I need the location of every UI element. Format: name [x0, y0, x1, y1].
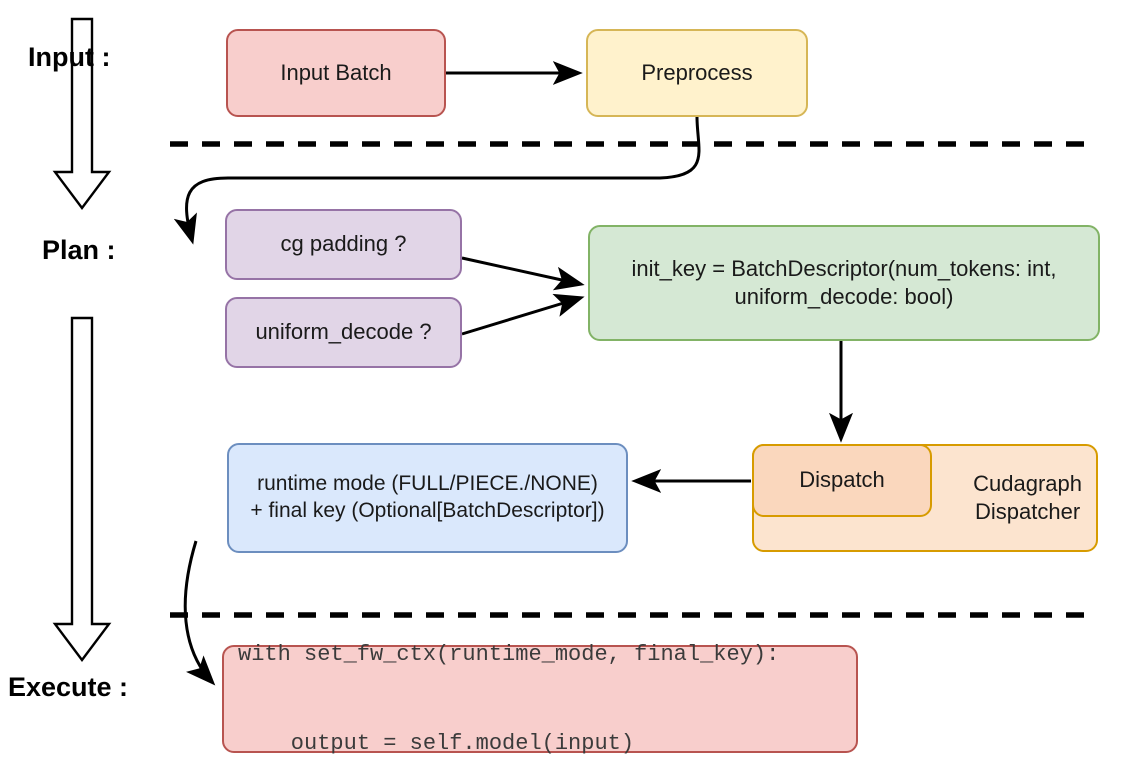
node-uniform-decode-label: uniform_decode ?: [255, 319, 432, 345]
connector-cg-padding-to-init-key: [461, 256, 585, 291]
node-input-batch-label: Input Batch: [280, 59, 392, 85]
node-runtime-mode[interactable]: runtime mode (FULL/PIECE./NONE) + final …: [227, 443, 628, 553]
node-preprocess[interactable]: Preprocess: [586, 29, 808, 117]
node-execute-code-line-1: with set_fw_ctx(runtime_mode, final_key)…: [238, 641, 780, 667]
node-uniform-decode[interactable]: uniform_decode ?: [225, 297, 462, 368]
big-arrow-plan-to-execute: [52, 316, 112, 662]
node-runtime-mode-line-2: + final key (Optional[BatchDescriptor]): [250, 499, 605, 522]
stage-label-plan: Plan :: [42, 235, 116, 265]
connector-runtime-mode-to-execute-code: [183, 540, 216, 686]
node-execute-code-text: with set_fw_ctx(runtime_mode, final_key)…: [238, 580, 779, 770]
node-runtime-mode-text: runtime mode (FULL/PIECE./NONE) + final …: [250, 471, 604, 525]
node-execute-code-line-2: output = self.model(input): [238, 730, 635, 756]
stage-label-input: Input :: [28, 42, 111, 72]
node-cg-padding-label: cg padding ?: [280, 231, 407, 257]
node-init-key-line-2: uniform_decode: bool): [734, 284, 954, 309]
node-cudagraph-dispatcher-line-2: Dispatcher: [974, 499, 1081, 524]
node-dispatch[interactable]: Dispatch: [752, 444, 932, 517]
node-init-key-line-1: init_key = BatchDescriptor(num_tokens: i…: [631, 255, 1057, 281]
node-init-key-text: init_key = BatchDescriptor(num_tokens: i…: [632, 255, 1057, 311]
node-cg-padding[interactable]: cg padding ?: [225, 209, 462, 280]
connector-uniform-decode-to-init-key: [461, 293, 585, 336]
node-preprocess-label: Preprocess: [641, 59, 753, 85]
node-execute-code[interactable]: with set_fw_ctx(runtime_mode, final_key)…: [222, 642, 858, 756]
stage-label-execute: Execute :: [8, 672, 129, 702]
node-init-key[interactable]: init_key = BatchDescriptor(num_tokens: i…: [588, 225, 1100, 341]
node-runtime-mode-line-1: runtime mode (FULL/PIECE./NONE): [257, 472, 598, 496]
node-dispatch-label: Dispatch: [799, 467, 885, 493]
node-cudagraph-dispatcher-text: Cudagraph Dispatcher: [973, 470, 1082, 526]
node-input-batch[interactable]: Input Batch: [226, 29, 446, 117]
node-cudagraph-dispatcher-line-1: Cudagraph: [973, 470, 1082, 496]
